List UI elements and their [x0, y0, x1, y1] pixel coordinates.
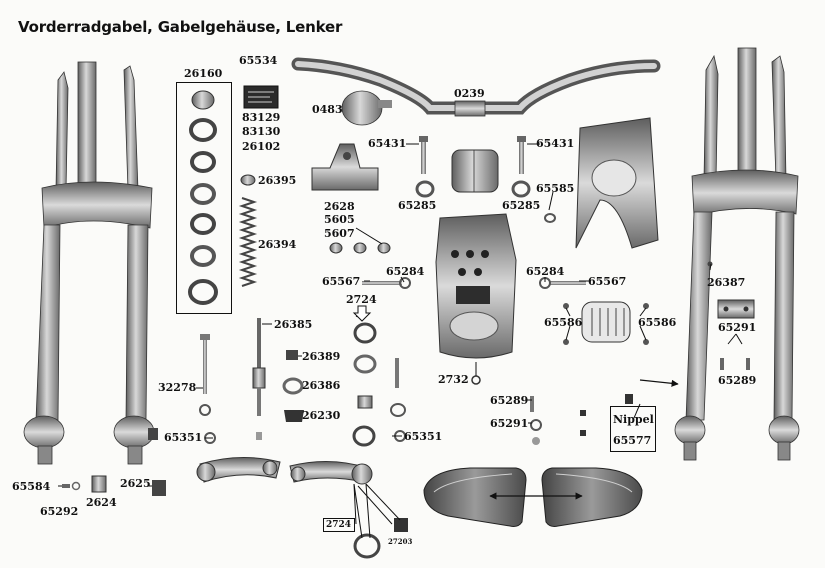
rivets-5605-5607: [329, 242, 391, 254]
seal-2724-detail: [353, 518, 408, 559]
label-26386: 26386: [302, 379, 341, 392]
label-65586-left: 65586: [544, 316, 583, 329]
label-65291-right: 65291: [718, 321, 757, 334]
label-26395: 26395: [258, 174, 297, 187]
label-65584: 65584: [12, 480, 51, 493]
headlamp-housing: [435, 213, 517, 359]
label-box-2724: [323, 518, 355, 532]
bolt-32278: [199, 334, 216, 444]
label-83129: 83129: [242, 111, 281, 124]
knee-pads: [423, 467, 643, 527]
rod-26385: [252, 318, 266, 440]
label-65289-right: 65289: [718, 374, 757, 387]
label-65577: 65577: [613, 434, 652, 447]
cap-0483: [341, 90, 392, 126]
label-65284-right: 65284: [526, 265, 565, 278]
name-plate-65534: [243, 85, 279, 109]
label-65284-left: 65284: [386, 265, 425, 278]
bearing-set-26160: [188, 90, 218, 305]
handlebar-clamp: [451, 149, 499, 193]
label-26102: 26102: [242, 140, 281, 153]
label-0483: 0483: [312, 103, 343, 116]
label-65351-right: 65351: [404, 430, 443, 443]
label-65534: 65534: [239, 54, 278, 67]
nippel-parts: [471, 261, 713, 445]
label-32278: 32278: [158, 381, 197, 394]
label-2732: 2732: [438, 373, 469, 386]
nippel-box: [610, 406, 656, 452]
label-nippel: Nippel: [613, 413, 654, 426]
label-26160: 26160: [184, 67, 223, 80]
label-65586-right: 65586: [638, 316, 677, 329]
label-65292: 65292: [40, 505, 79, 518]
label-5605: 5605: [324, 213, 355, 226]
label-2625: 2625: [120, 477, 151, 490]
hollow-down-arrow: [352, 305, 372, 322]
label-65585: 65585: [536, 182, 575, 195]
small-parts-bottom-left: [62, 475, 166, 496]
fork-head-cover: [575, 117, 659, 249]
spring-26394: [238, 174, 258, 287]
label-2624: 2624: [86, 496, 117, 509]
label-26387: 26387: [707, 276, 746, 289]
fork-links: [196, 457, 373, 485]
right-front-fork: [674, 47, 800, 461]
center-washer-stack: [352, 322, 406, 447]
left-front-fork: [23, 61, 158, 465]
label-65285-left: 65285: [398, 199, 437, 212]
label-5607: 5607: [324, 227, 355, 240]
label-2628: 2628: [324, 200, 355, 213]
label-65285-right: 65285: [502, 199, 541, 212]
label-65567-right: 65567: [588, 275, 627, 288]
handlebar: [291, 57, 661, 117]
label-65351-left: 65351: [164, 431, 203, 444]
bearing-set-box: [176, 82, 232, 314]
label-26389: 26389: [302, 350, 341, 363]
label-65291-center: 65291: [490, 417, 529, 430]
horn-grille: [563, 301, 649, 345]
label-2724-bottom: 2724: [326, 520, 352, 530]
label-65289-center: 65289: [490, 394, 529, 407]
label-65431-left: 65431: [368, 137, 407, 150]
label-27203: 27203: [388, 537, 413, 546]
label-83130: 83130: [242, 125, 281, 138]
washers-65285: [415, 180, 556, 223]
label-0239: 0239: [454, 87, 485, 100]
label-26394: 26394: [258, 238, 297, 251]
damper-parts: [282, 350, 304, 422]
page-title: Vorderradgabel, Gabelgehäuse, Lenker: [18, 18, 343, 36]
bracket-65291: [717, 299, 755, 370]
label-65431-right: 65431: [536, 137, 575, 150]
label-2724-top: 2724: [346, 293, 377, 306]
label-65567-left: 65567: [322, 275, 361, 288]
label-26385: 26385: [274, 318, 313, 331]
mounting-bracket: [311, 143, 379, 191]
label-26230: 26230: [302, 409, 341, 422]
leader-lines: [58, 143, 743, 539]
bolts-65431: [419, 136, 526, 174]
